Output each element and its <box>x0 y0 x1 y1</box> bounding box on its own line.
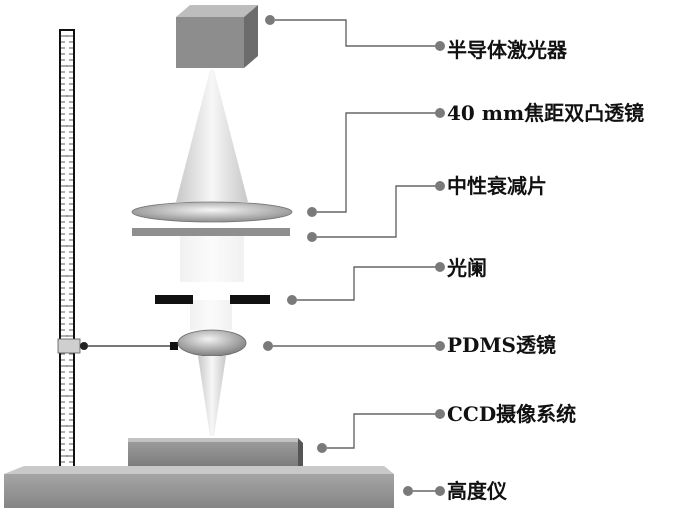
focused-beam <box>198 356 226 436</box>
callout-nd-filter <box>307 181 445 242</box>
height-gauge-scale <box>59 29 75 469</box>
label-laser: 半导体激光器 <box>447 38 567 62</box>
callout-laser <box>265 15 445 51</box>
laser-cube <box>176 5 258 68</box>
aperture-blade-left <box>155 295 193 304</box>
label-ccd: CCD摄像系统 <box>447 402 577 426</box>
transmitted-beam <box>180 232 244 282</box>
callout-pdms-lens <box>263 341 445 351</box>
holder-arm <box>57 338 178 354</box>
pdms-lens <box>177 329 247 357</box>
callout-aperture <box>287 262 445 305</box>
laser-beam <box>176 70 248 202</box>
label-biconvex-lens: 40 mm焦距双凸透镜 <box>447 101 645 125</box>
label-aperture: 光阑 <box>447 256 487 280</box>
label-nd-filter: 中性衰减片 <box>447 174 547 198</box>
callout-height-gauge <box>403 486 445 496</box>
label-height-gauge: 高度仪 <box>447 479 507 503</box>
transmitted-beam-lower <box>190 300 232 330</box>
biconvex-lens <box>131 201 293 223</box>
callout-biconvex-lens <box>307 108 445 217</box>
base-platform <box>4 466 394 508</box>
aperture-blade-right <box>230 295 270 304</box>
label-pdms-lens: PDMS透镜 <box>447 333 556 357</box>
nd-filter-plate <box>132 228 290 236</box>
callout-ccd <box>317 409 445 453</box>
